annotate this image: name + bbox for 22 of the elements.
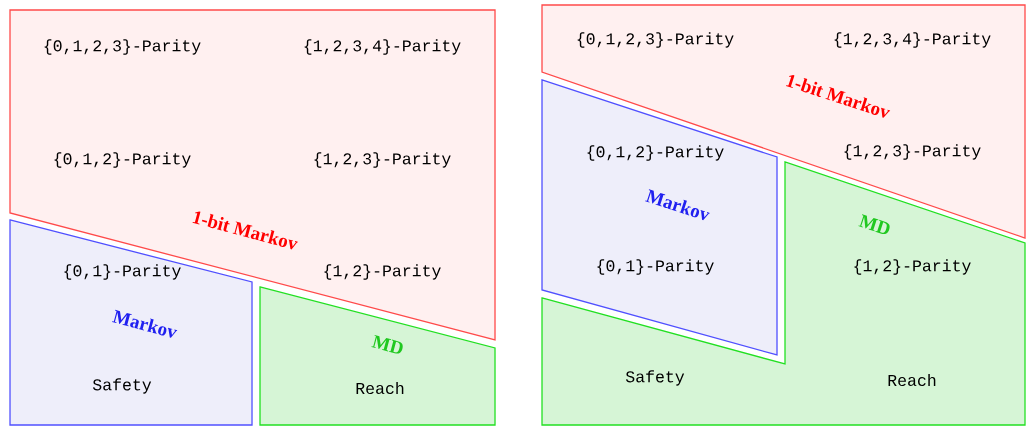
region-label: {0,1,2,3}-Parity xyxy=(577,32,734,48)
region-label: {1,2}-Parity xyxy=(854,259,971,275)
region-label: Safety xyxy=(625,370,685,386)
region-title: 1-bit Markov xyxy=(192,211,298,250)
region-label: {1,2}-Parity xyxy=(324,264,441,280)
region-label: {0,1}-Parity xyxy=(597,259,714,275)
region-title: Markov xyxy=(112,309,178,338)
region-label: {1,2,3,4}-Parity xyxy=(834,32,991,48)
region-label: {0,1,2}-Parity xyxy=(587,145,724,161)
region-label: {1,2,3}-Parity xyxy=(314,152,451,168)
region-title: MD xyxy=(371,334,403,354)
region-label: {0,1,2}-Parity xyxy=(54,152,191,168)
region-label: Reach xyxy=(356,381,404,395)
region-label: Reach xyxy=(888,373,936,387)
region-title: MD xyxy=(858,214,890,235)
region-label: Safety xyxy=(92,378,152,394)
region-label: {1,2,3}-Parity xyxy=(844,144,981,160)
region-label: {0,1}-Parity xyxy=(64,264,181,280)
region-label: {1,2,3,4}-Parity xyxy=(304,39,461,55)
region-title: Markov xyxy=(645,189,710,221)
region-label: {0,1,2,3}-Parity xyxy=(44,39,201,55)
region-title: 1-bit Markov xyxy=(786,75,891,118)
